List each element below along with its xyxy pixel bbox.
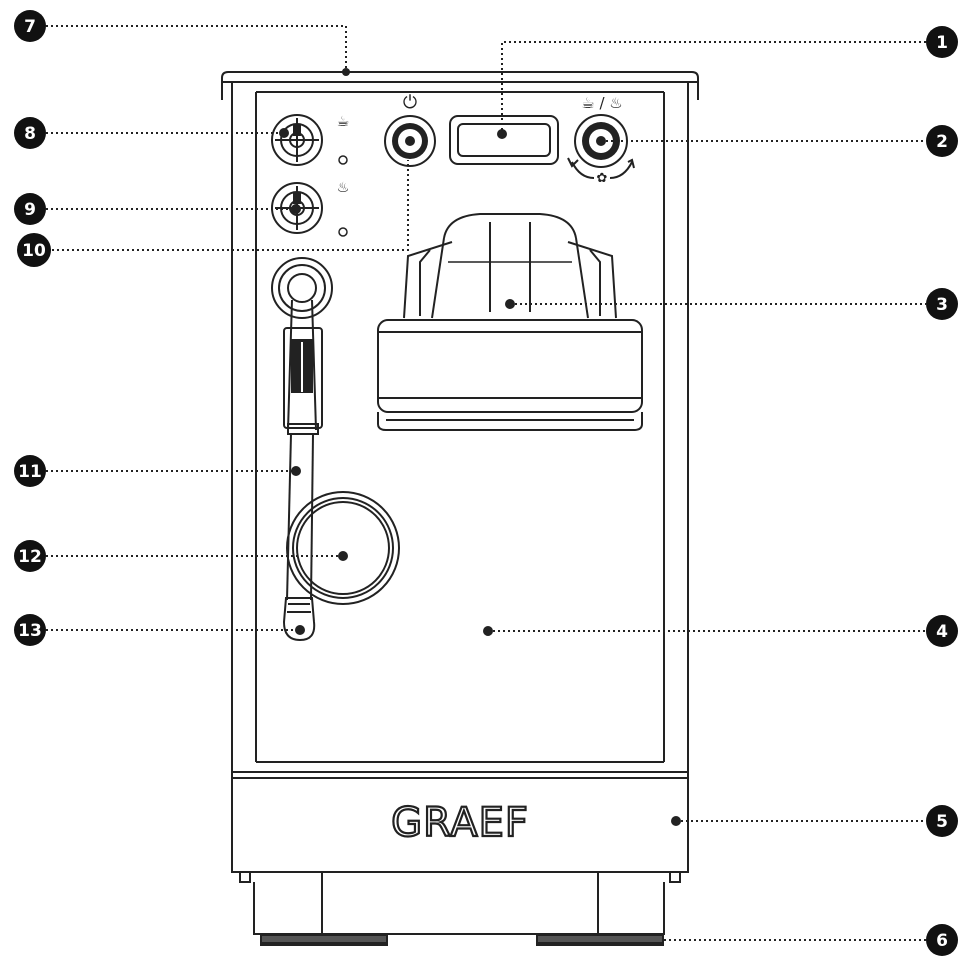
brand-logo: GRAEF	[391, 800, 529, 846]
svg-text:9: 9	[24, 200, 36, 220]
callout-6: 6	[926, 924, 958, 956]
svg-text:6: 6	[936, 931, 948, 951]
cup-steam-icon: ☕ / ♨	[581, 94, 622, 112]
callout-12: 12	[14, 540, 46, 572]
svg-text:10: 10	[22, 241, 46, 261]
power-icon: ⏻	[403, 92, 417, 113]
leader-endpoints	[279, 68, 681, 826]
callout-10: 10	[17, 233, 51, 267]
coffee-switch[interactable]	[271, 114, 323, 166]
svg-text:4: 4	[936, 622, 948, 642]
callout-8: 8	[14, 117, 46, 149]
machine-body	[221, 71, 699, 772]
svg-text:1: 1	[936, 33, 948, 53]
callout-13: 13	[14, 614, 46, 646]
svg-text:8: 8	[24, 124, 36, 144]
settings-icon: ✿	[597, 171, 608, 186]
base-unit	[231, 771, 689, 935]
callout-7: 7	[14, 10, 46, 42]
callout-11: 11	[14, 455, 46, 487]
svg-text:2: 2	[936, 132, 948, 152]
svg-text:7: 7	[24, 17, 36, 37]
cup-icon: ☕	[337, 114, 350, 130]
power-button[interactable]	[384, 115, 436, 167]
svg-text:12: 12	[18, 547, 42, 567]
svg-text:5: 5	[936, 812, 948, 832]
leader-lines	[46, 25, 926, 941]
callout-2: 2	[926, 125, 958, 157]
rotate-arrows-icon	[567, 157, 635, 179]
svg-text:13: 13	[18, 621, 42, 641]
callout-1: 1	[926, 26, 958, 58]
display-window	[449, 115, 559, 165]
steam-icon: ♨	[337, 180, 350, 196]
callout-4: 4	[926, 615, 958, 647]
coffee-indicator-light	[338, 155, 348, 165]
water-outlet-ring	[286, 491, 400, 605]
foot-left	[260, 934, 388, 946]
svg-text:3: 3	[936, 295, 948, 315]
callout-3: 3	[926, 288, 958, 320]
callout-9: 9	[14, 193, 46, 225]
callout-5: 5	[926, 805, 958, 837]
steam-wand	[271, 257, 333, 642]
steam-indicator-light	[338, 227, 348, 237]
brew-group	[377, 213, 643, 431]
svg-text:11: 11	[18, 462, 42, 482]
foot-right	[536, 934, 664, 946]
